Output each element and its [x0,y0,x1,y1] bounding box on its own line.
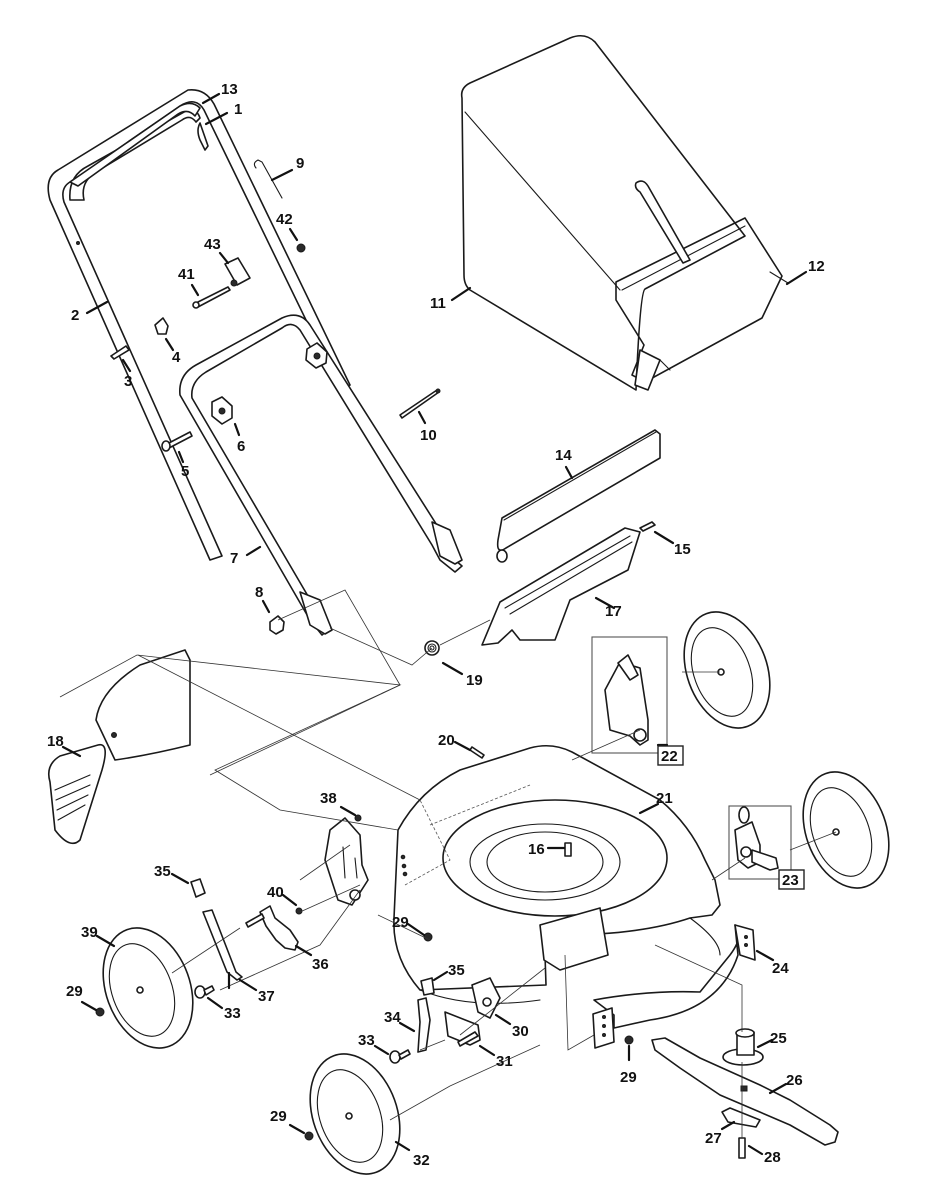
callout-2[interactable]: 2 [71,307,79,324]
grass-catcher-frame[interactable] [615,180,789,391]
nut-40 [295,907,303,915]
callout-33-right[interactable]: 33 [358,1032,375,1049]
callout-12[interactable]: 12 [808,258,825,275]
carriage-bolt-5 [161,431,193,452]
callout-37[interactable]: 37 [258,988,275,1005]
callout-19[interactable]: 19 [466,672,483,689]
callout-9[interactable]: 9 [296,155,304,172]
cap-35-right [420,977,435,996]
handle-knob-upper-right[interactable] [305,342,328,369]
mower-blade-26[interactable] [651,1037,839,1146]
handle-knob-4[interactable] [154,317,169,335]
callout-21[interactable]: 21 [656,790,673,807]
pin-20 [469,746,485,759]
hex-nut-42 [296,243,306,253]
grass-catcher-bag[interactable] [460,34,746,391]
adjuster-lever-34[interactable] [417,997,431,1053]
callout-27[interactable]: 27 [705,1130,722,1147]
callout-41[interactable]: 41 [178,266,195,283]
hinge-rod-14 [496,429,661,563]
cap-35-left [190,878,206,898]
callout-6[interactable]: 6 [237,438,245,455]
callout-23[interactable]: 23 [782,872,799,889]
callout-29-bottom[interactable]: 29 [270,1108,287,1125]
callout-28[interactable]: 28 [764,1149,781,1166]
callout-7[interactable]: 7 [230,550,238,567]
callout-22[interactable]: 22 [661,748,678,765]
adjuster-plate-30[interactable] [471,977,501,1019]
clevis-pin-3 [110,345,130,360]
callout-43[interactable]: 43 [204,236,221,253]
carriage-bolt-41 [192,286,231,309]
callout-24[interactable]: 24 [772,960,789,977]
callout-1[interactable]: 1 [234,101,242,118]
handle-knob-6[interactable] [211,396,233,425]
handle-knob-8[interactable] [269,615,285,635]
bolt-33-left [194,985,215,999]
callout-35-right[interactable]: 35 [448,962,465,979]
handle-grip [69,102,201,187]
spring-rod-15 [639,521,656,532]
callout-42[interactable]: 42 [276,211,293,228]
blade-adapter-25 [722,1028,764,1066]
callout-35-left[interactable]: 35 [154,863,171,880]
shoulder-bolt-16 [564,842,572,857]
adjuster-lever-37[interactable] [202,909,243,981]
wheel-39-rear-left[interactable] [87,915,208,1060]
callout-8[interactable]: 8 [255,584,263,601]
callout-26[interactable]: 26 [786,1072,803,1089]
lower-handle[interactable] [179,314,463,636]
control-cable [253,159,283,199]
assembly-guide-lines [59,589,837,1138]
rear-deflector-18 [47,649,191,845]
baffle-24[interactable] [592,924,756,1049]
wheel-rear-right-upper[interactable] [669,600,785,740]
mower-deck-21[interactable] [393,744,721,1004]
axle-bracket-31[interactable] [444,1011,481,1047]
callout-16[interactable]: 16 [528,841,545,858]
screw-38 [354,814,362,822]
callouts: 13 1 9 42 43 41 2 4 3 6 5 10 11 12 14 15 [47,81,825,1169]
pivot-bracket-36[interactable] [245,905,299,951]
callout-11[interactable]: 11 [430,295,446,312]
cable-guide-43 [224,257,251,287]
rear-discharge-door-17[interactable] [481,527,641,646]
height-adjuster-22-group[interactable] [591,636,668,754]
callout-34[interactable]: 34 [384,1009,401,1026]
height-adjuster-23-group[interactable] [728,805,792,880]
cable-rod-10 [399,388,441,419]
callout-15[interactable]: 15 [674,541,691,558]
callout-30[interactable]: 30 [512,1023,529,1040]
callout-25[interactable]: 25 [770,1030,787,1047]
callout-20[interactable]: 20 [438,732,455,749]
callout-31[interactable]: 31 [496,1053,513,1070]
callout-17[interactable]: 17 [605,603,622,620]
callout-4[interactable]: 4 [172,349,181,366]
callout-18[interactable]: 18 [47,733,64,750]
callout-29-left[interactable]: 29 [66,983,83,1000]
callout-33-left[interactable]: 33 [224,1005,241,1022]
wheel-front-right[interactable] [788,760,904,900]
callout-13[interactable]: 13 [221,81,238,98]
callout-32[interactable]: 32 [413,1152,430,1169]
blade-washer-27 [721,1107,761,1128]
cable-clip [197,122,209,151]
callout-3[interactable]: 3 [124,373,132,390]
callout-29-center[interactable]: 29 [392,914,409,931]
flange-nut-29 [95,932,634,1141]
callout-10[interactable]: 10 [420,427,437,444]
callout-36[interactable]: 36 [312,956,329,973]
wheel-32-front-left[interactable] [294,1041,415,1186]
bolt-33-right [389,1049,411,1064]
callout-14[interactable]: 14 [555,447,572,464]
blade-bolt-28 [738,1137,746,1159]
callout-38[interactable]: 38 [320,790,337,807]
callout-5[interactable]: 5 [181,463,189,480]
callout-40[interactable]: 40 [267,884,284,901]
height-adjuster-38-assembly[interactable] [324,817,369,906]
callout-29-right[interactable]: 29 [620,1069,637,1086]
callout-39[interactable]: 39 [81,924,98,941]
